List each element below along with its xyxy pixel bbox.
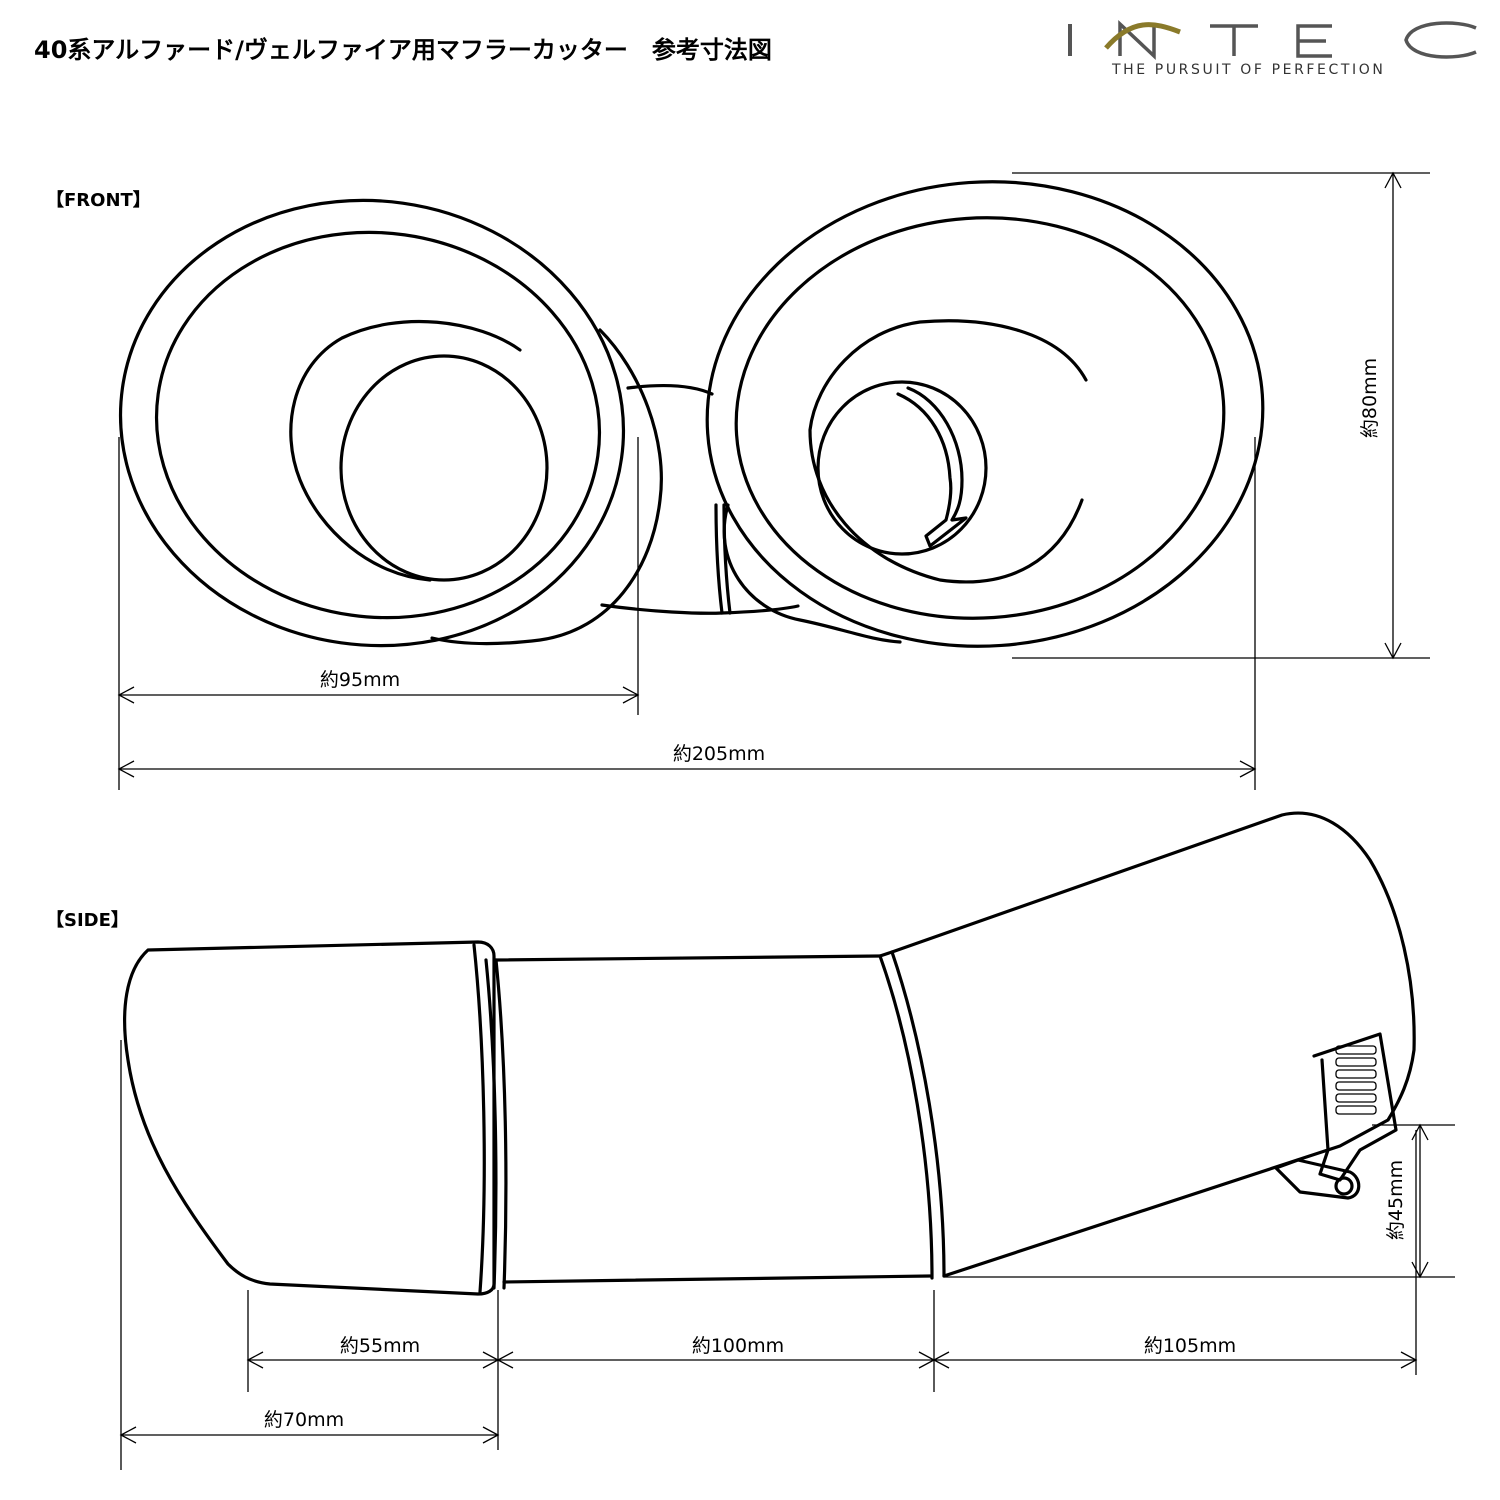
front-right-pipe-opening xyxy=(816,380,988,556)
front-dimensions: 約95mm 約205mm 約80mm xyxy=(117,171,1430,790)
dim-front-height: 約80mm xyxy=(1359,358,1381,438)
logo-swoosh xyxy=(1104,22,1181,50)
front-right-tip-inner-rim xyxy=(734,216,1226,620)
front-right-inner-pipe xyxy=(808,319,1088,584)
side-clamp-bolt xyxy=(1274,1158,1361,1200)
front-right-tip-outer xyxy=(705,180,1265,648)
dim-side-tip-full-length: 約70mm xyxy=(264,1409,344,1431)
front-view xyxy=(118,180,1265,648)
side-rear-section xyxy=(890,811,1416,1278)
front-left-tip-inner-rim xyxy=(154,230,602,620)
side-view-label: 【SIDE】 xyxy=(46,910,129,931)
side-dimensions: 約55mm 約100mm 約105mm 約70mm 約45mm xyxy=(119,1040,1455,1470)
front-left-tip-outer xyxy=(118,198,626,648)
side-clamp-teeth xyxy=(1335,1045,1377,1115)
dim-side-rear-length: 約105mm xyxy=(1144,1335,1236,1357)
side-view xyxy=(123,811,1416,1296)
side-middle-section xyxy=(494,954,932,1284)
logo-tagline: THE PURSUIT OF PERFECTION xyxy=(1112,62,1386,78)
front-left-tip-back xyxy=(430,328,663,646)
front-left-pipe-opening xyxy=(339,354,549,582)
front-view-label: 【FRONT】 xyxy=(46,190,151,211)
side-hose-clamp xyxy=(1312,1032,1398,1182)
diagram-title: 40系アルファード/ヴェルファイア用マフラーカッター 参考寸法図 xyxy=(34,36,772,64)
dim-side-clamp-height: 約45mm xyxy=(1385,1160,1407,1240)
front-right-tip-back xyxy=(722,503,902,644)
side-tip-section xyxy=(123,940,496,1296)
dim-front-total-width: 約205mm xyxy=(673,743,765,765)
side-seam-ring-1 xyxy=(484,958,508,1290)
front-right-clamp xyxy=(896,386,968,548)
dim-side-middle-length: 約100mm xyxy=(692,1335,784,1357)
intec-logo xyxy=(1068,19,1477,61)
front-left-inner-pipe xyxy=(289,319,522,582)
side-seam-ring-2 xyxy=(878,950,946,1280)
dim-side-tip-length: 約55mm xyxy=(340,1335,420,1357)
dim-front-single-width: 約95mm xyxy=(320,669,400,691)
side-tip-edge xyxy=(472,943,486,1294)
